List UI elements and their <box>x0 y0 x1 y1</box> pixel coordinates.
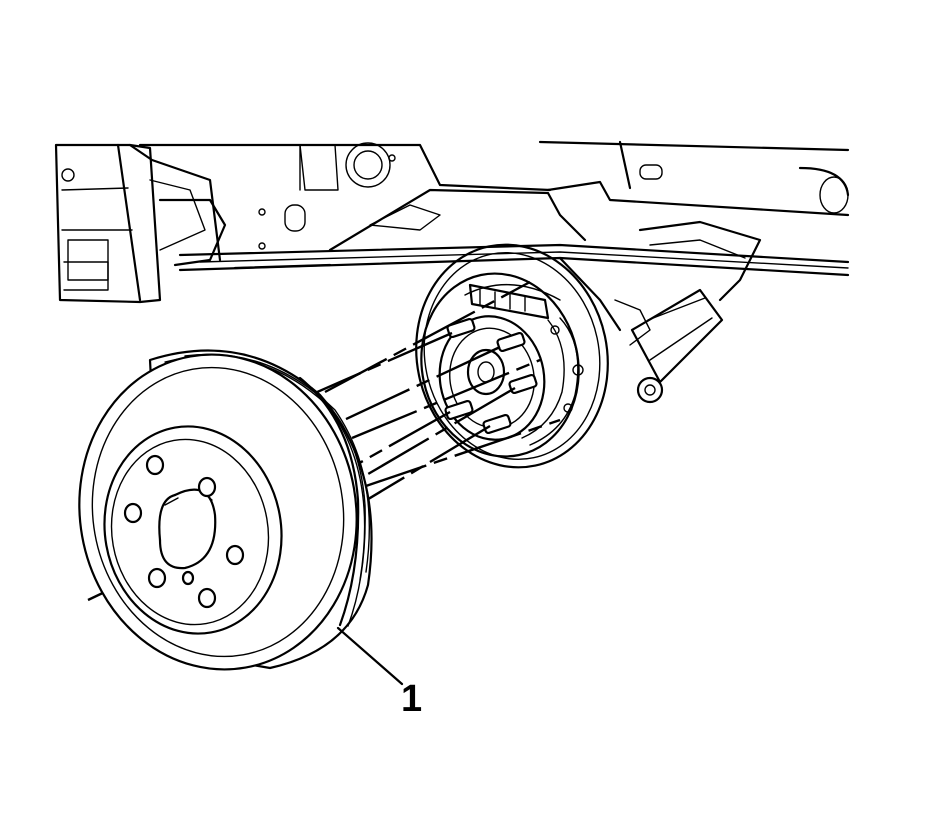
brake-backing-plate <box>415 243 609 469</box>
wheel-studs <box>444 317 538 435</box>
leaf-spring <box>178 188 850 332</box>
vehicle-frame <box>54 140 850 304</box>
drum-stud-holes <box>123 454 245 609</box>
callout-label-1: 1 <box>401 678 423 720</box>
shock-absorber <box>614 220 762 404</box>
callout-leader <box>336 626 404 686</box>
